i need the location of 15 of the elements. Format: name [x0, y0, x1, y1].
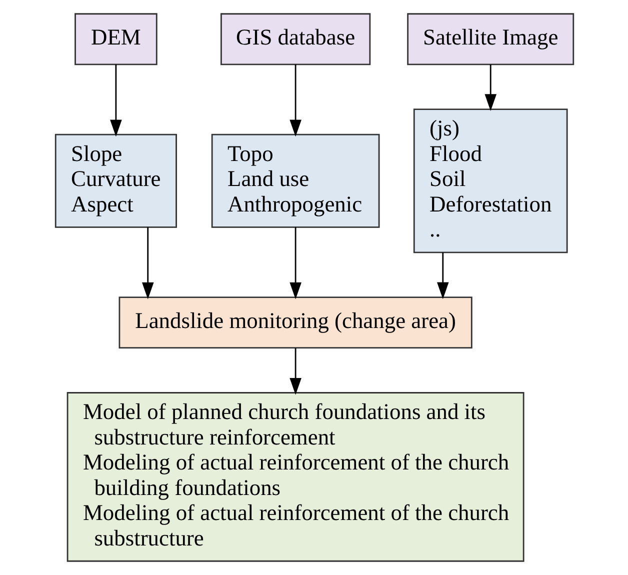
arrow — [289, 64, 301, 137]
arrow — [436, 252, 448, 300]
node-box: Model of planned church foundations and its substructure reinforcement Modeling of actual reinforcement of the church building foundations Modeling of actual reinforcement of the church substructure — [66, 392, 524, 562]
node-box: Satellite Image — [406, 13, 574, 66]
arrow — [289, 348, 301, 395]
node-box: DEM — [74, 13, 157, 66]
arrow — [141, 227, 154, 300]
node-box: GIS database — [220, 13, 370, 66]
arrow — [484, 64, 496, 112]
node-box: (js) Flood Soil Deforestation .. — [412, 108, 568, 254]
arrow — [289, 227, 301, 300]
node-box: Slope Curvature Aspect — [54, 134, 176, 228]
node-box: Landslide monitoring (change area) — [118, 296, 472, 349]
arrow — [110, 64, 122, 137]
node-box: Topo Land use Anthropogenic — [210, 134, 380, 228]
